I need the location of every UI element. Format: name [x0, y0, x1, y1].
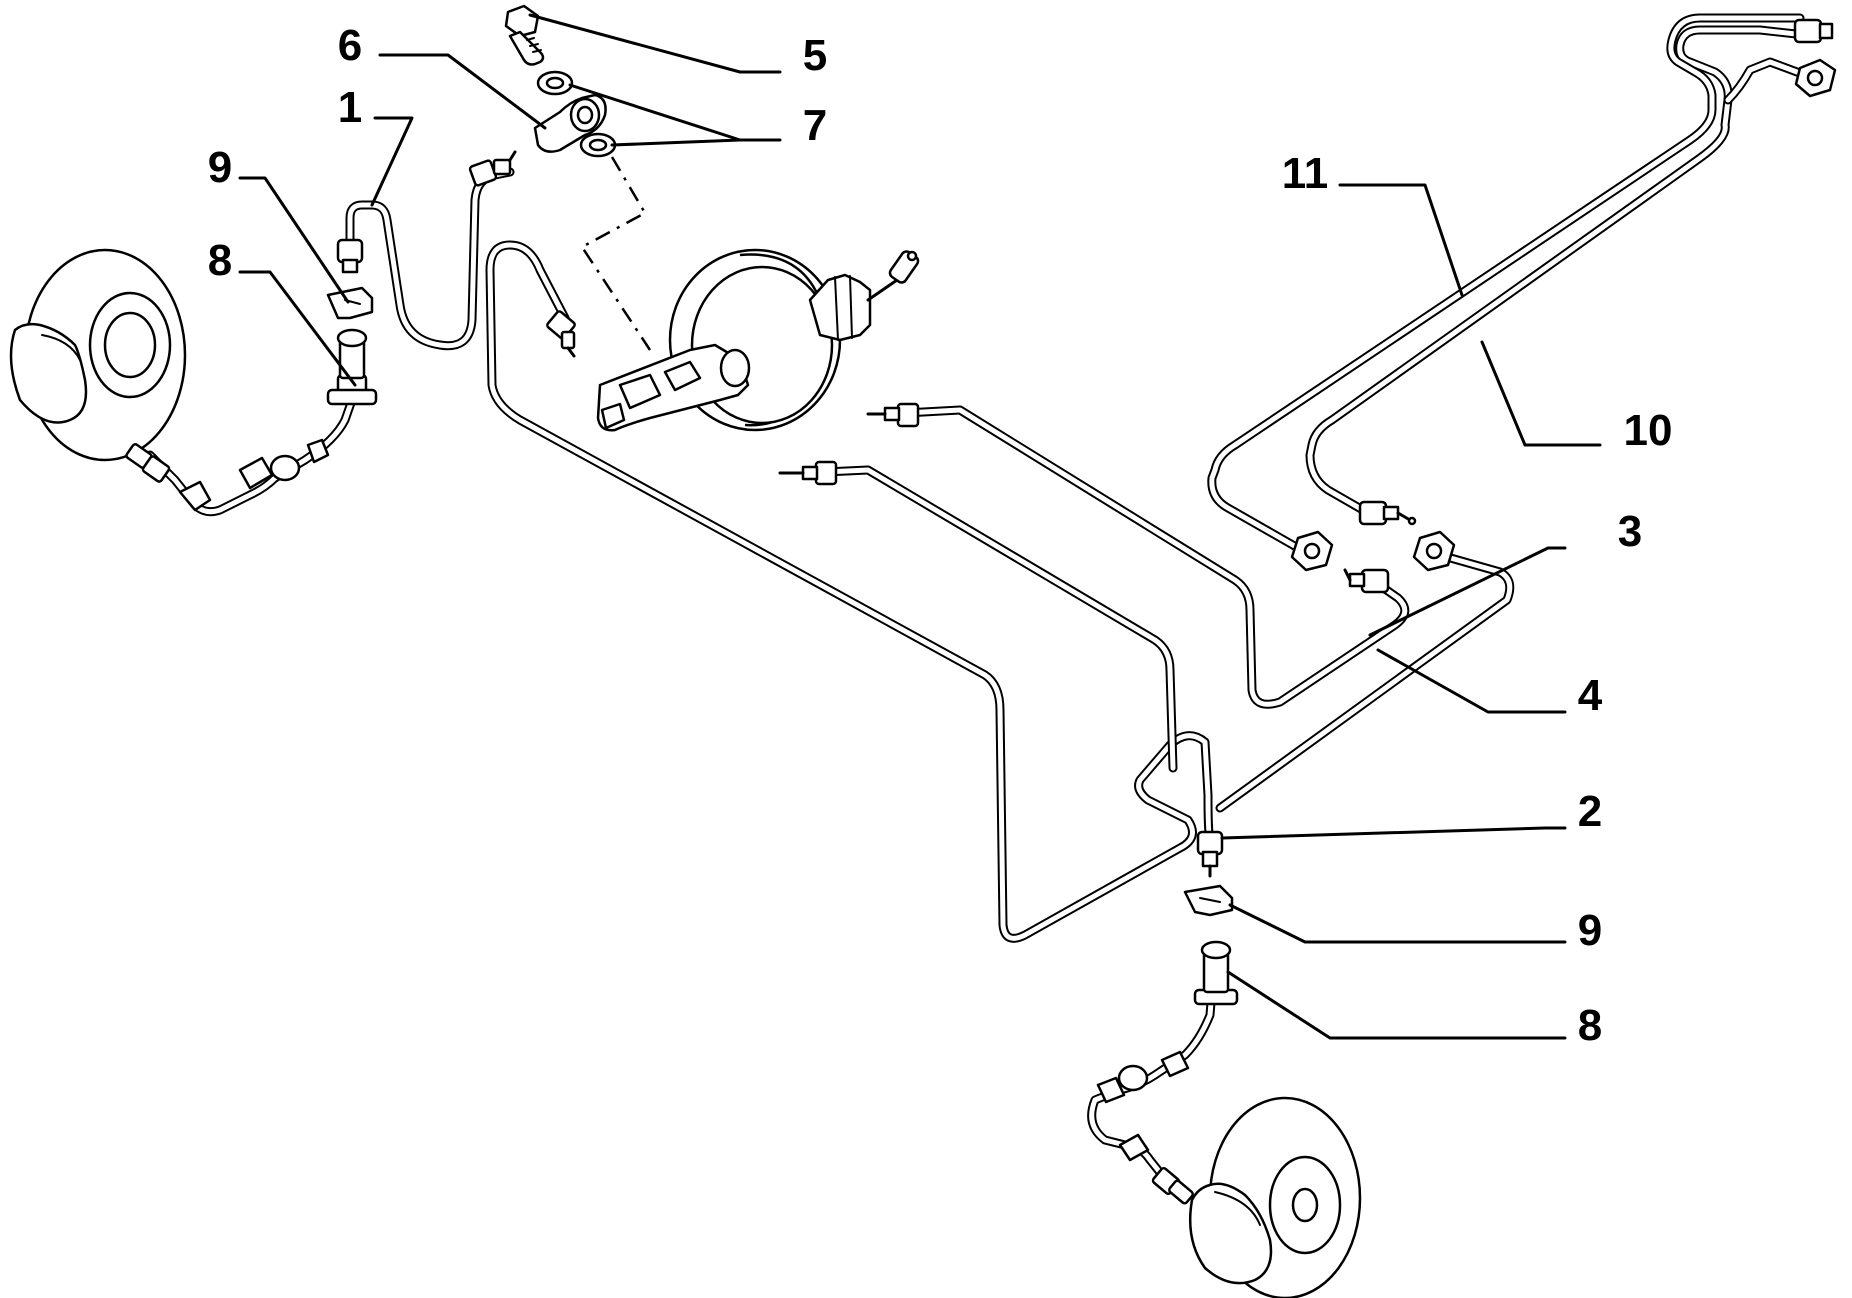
left-wheel-assembly	[9, 248, 378, 517]
brake-caliper-right	[1188, 1182, 1273, 1285]
callout-8-right: 8	[1578, 1001, 1602, 1050]
leader-11	[1338, 183, 1464, 297]
callout-10: 10	[1624, 406, 1673, 455]
callout-7: 7	[803, 101, 827, 150]
callout-8-left: 8	[208, 236, 232, 285]
banjo-assembly	[504, 4, 652, 351]
leader-9-left	[238, 176, 350, 304]
pipe-1	[345, 167, 515, 351]
callout-1: 1	[338, 83, 362, 132]
callout-3: 3	[1618, 507, 1642, 556]
leader-10	[1480, 340, 1602, 447]
washer-7-bottom	[579, 132, 617, 158]
nut-pipe3	[1412, 530, 1456, 572]
leader-5	[528, 13, 782, 74]
nut-pipe11	[1290, 530, 1334, 572]
leader-6	[378, 53, 547, 130]
pipe-2	[485, 240, 1215, 943]
leader-8-right	[1226, 970, 1567, 1040]
clip-9-left	[326, 286, 374, 320]
fitting-junction	[1196, 830, 1224, 878]
callout-5: 5	[803, 31, 827, 80]
brake-caliper-left	[9, 322, 88, 424]
fitting-pipe10-end	[1358, 500, 1417, 526]
fitting-master-left	[468, 150, 517, 187]
master-cylinder-booster	[596, 248, 920, 432]
callout-4: 4	[1578, 671, 1603, 720]
flexible-hose-right	[1087, 940, 1239, 1205]
callout-6: 6	[338, 21, 362, 70]
pipe-10	[1305, 25, 1810, 522]
callout-9-right: 9	[1578, 906, 1602, 955]
leader-7b	[610, 138, 742, 147]
fitting-middle-end	[778, 460, 838, 486]
callout-2: 2	[1578, 787, 1602, 836]
right-wheel-assembly	[1087, 884, 1362, 1298]
leader-4	[1376, 648, 1567, 714]
bolt-5	[504, 4, 545, 66]
clip-9-right	[1183, 884, 1234, 917]
washer-7-top	[536, 70, 574, 96]
pipe-middle	[820, 465, 1178, 773]
callout-9-left: 9	[208, 143, 232, 192]
fitting-left-top	[336, 238, 364, 274]
banjo-6	[533, 93, 607, 153]
nut-upper-right-1	[1793, 18, 1834, 44]
leader-3	[1368, 546, 1567, 637]
leader-lines	[238, 13, 1602, 1040]
nut-upper-right-2	[1794, 58, 1837, 98]
leader-1	[370, 116, 414, 207]
fitting-pipe4-lower	[1343, 568, 1390, 594]
pipe-10-loop	[1723, 57, 1810, 105]
pipe-11	[1207, 13, 1805, 553]
leader-9-right	[1228, 903, 1567, 944]
leader-2	[1220, 826, 1567, 840]
pipe-fittings	[336, 18, 1837, 878]
flexible-hose-left	[125, 328, 378, 517]
fitting-pipe4-end	[866, 402, 920, 428]
pipe-4	[900, 405, 1410, 709]
callout-11: 11	[1282, 149, 1329, 198]
callout-numbers: 1 2 3 4 5 6 7 8 8 9 9 10 11	[208, 21, 1673, 1050]
fitting-master-lower	[546, 310, 576, 358]
leader-8-left	[238, 270, 357, 387]
master-cylinder	[596, 343, 751, 432]
